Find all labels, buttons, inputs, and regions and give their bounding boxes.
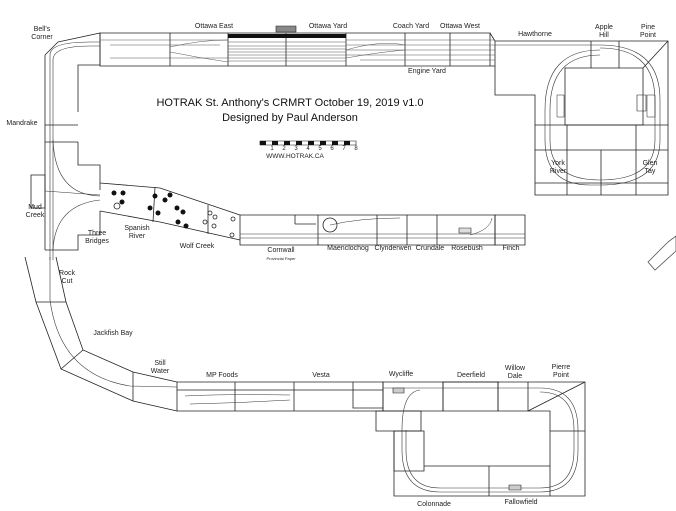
station-building-icon bbox=[276, 26, 296, 32]
module-label-cornwall: Cornwall bbox=[267, 247, 295, 254]
website-link[interactable]: WWW.HOTRAK.CA bbox=[266, 153, 324, 160]
module-label-three-bridges: Three Bridges bbox=[85, 230, 109, 245]
scale-tick: 4 bbox=[306, 146, 310, 152]
industry-label-provincial-paper: Provincial Paper bbox=[266, 256, 296, 261]
top-benchwork bbox=[45, 33, 495, 250]
station-building-icon bbox=[509, 485, 521, 490]
southwest-curve bbox=[25, 257, 177, 411]
module-label-bells-corner: Bell's Corner bbox=[31, 26, 53, 41]
scale-tick: 6 bbox=[330, 146, 334, 152]
module-label-ottawa-yard: Ottawa Yard bbox=[308, 23, 348, 30]
module-label-vesta: Vesta bbox=[312, 372, 330, 379]
module-label-york-river: York River bbox=[549, 160, 567, 175]
scale-tick: 3 bbox=[294, 146, 298, 152]
module-label-rock-cut: Rock Cut bbox=[59, 270, 75, 285]
module-label-still-water: Still Water bbox=[150, 360, 170, 375]
module-label-ottawa-east: Ottawa East bbox=[194, 23, 234, 30]
module-label-finch: Finch bbox=[502, 245, 520, 252]
module-label-glen-tay: Glen Tay bbox=[642, 160, 658, 175]
station-building-icon bbox=[393, 388, 404, 393]
module-label-pierre-point: Pierre Point bbox=[551, 364, 571, 379]
module-label-wolf-creek: Wolf Creek bbox=[179, 243, 215, 250]
module-label-mud-creek: Mud Creek bbox=[25, 204, 45, 219]
module-label-coach-yard: Coach Yard bbox=[392, 23, 430, 30]
module-label-maenclochog: Maenclochog bbox=[327, 245, 369, 252]
module-label-rosebush: Rosebush bbox=[451, 245, 483, 252]
module-label-mandrake: Mandrake bbox=[6, 120, 38, 127]
scale-bar bbox=[260, 141, 356, 145]
page-title: HOTRAK St. Anthony's CRMRT October 19, 2… bbox=[156, 97, 424, 109]
scale-tick: 8 bbox=[354, 146, 358, 152]
middle-run bbox=[240, 215, 525, 245]
scale-tick: 7 bbox=[342, 146, 346, 152]
module-label-apple-hill: Apple Hill bbox=[595, 24, 613, 39]
west-side bbox=[31, 42, 100, 260]
module-label-engine-yard: Engine Yard bbox=[408, 68, 446, 75]
module-label-clynderwen: Clynderwen bbox=[374, 245, 412, 252]
scale-tick: 2 bbox=[282, 146, 286, 152]
south-run bbox=[177, 382, 585, 496]
scale-tick: 1 bbox=[270, 146, 274, 152]
module-label-fallowfield: Fallowfield bbox=[504, 499, 538, 506]
module-label-ottawa-west: Ottawa West bbox=[440, 23, 480, 30]
module-label-spanish-river: Spanish River bbox=[124, 225, 150, 240]
scale-tick: 5 bbox=[318, 146, 322, 152]
module-label-colonnade: Colonnade bbox=[417, 501, 451, 508]
module-label-hawthorne: Hawthorne bbox=[518, 31, 552, 38]
module-label-willow-dale: Willow Dale bbox=[504, 365, 526, 380]
detached-module bbox=[648, 236, 676, 270]
module-label-wycliffe: Wycliffe bbox=[388, 371, 414, 378]
module-label-mp-foods: MP Foods bbox=[206, 372, 238, 379]
module-label-deerfield: Deerfield bbox=[456, 372, 486, 379]
northeast-loop bbox=[495, 41, 668, 195]
yard-module-row bbox=[100, 33, 490, 66]
module-label-jackfish-bay: Jackfish Bay bbox=[93, 330, 133, 337]
module-label-pine-point: Pine Point bbox=[640, 24, 656, 39]
ottawa-yard-band bbox=[228, 34, 346, 38]
diagonal-run bbox=[100, 183, 240, 240]
designer-credit: Designed by Paul Anderson bbox=[222, 112, 358, 124]
module-label-crundale: Crundale bbox=[415, 245, 445, 252]
station-building-icon bbox=[459, 228, 471, 233]
